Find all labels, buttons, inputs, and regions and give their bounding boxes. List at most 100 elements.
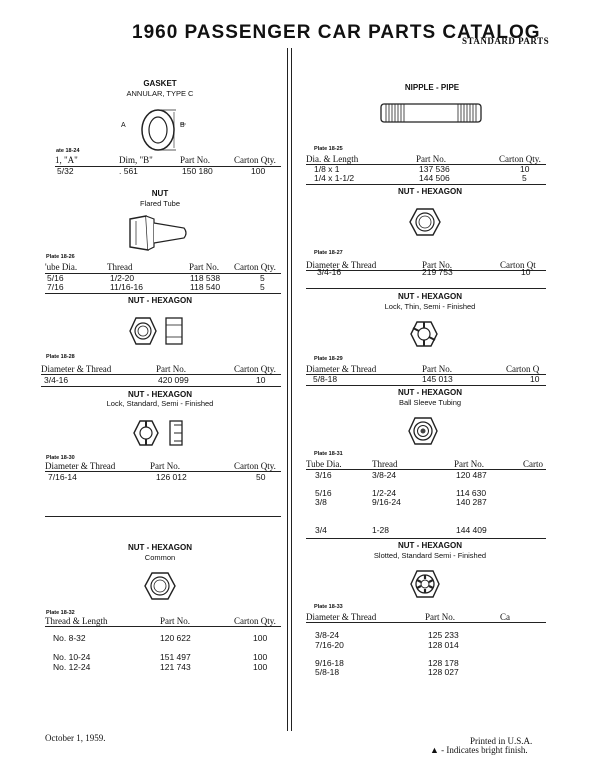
nut-flared-cell: 5 xyxy=(260,282,265,292)
footer-date: October 1, 1959. xyxy=(45,733,106,743)
right-nut-hex-cell: 10 xyxy=(521,267,531,277)
nipple-col-qty: Carton Qty. xyxy=(499,154,541,164)
nut-hex-cell: 3/4-16 xyxy=(44,375,69,385)
right-nut-hex-rule xyxy=(306,270,546,271)
nut-hex-common-cell: No. 10-24 xyxy=(53,652,91,662)
nut-hex-common-cell: 100 xyxy=(253,652,268,662)
nipple-cell: 137 536 xyxy=(419,164,450,174)
nut-hex-cell: 420 099 xyxy=(158,375,189,385)
hex-nut-illustration xyxy=(409,208,441,236)
section-rule xyxy=(306,288,546,289)
right-nut-hex-col-qty: Carton Qt xyxy=(500,260,536,270)
gasket-illustration xyxy=(141,109,186,151)
nut-hex-ball-title: NUT - HEXAGON xyxy=(398,388,462,397)
hex-nut-illustration xyxy=(129,317,183,345)
nut-hex-ball-cell: 114 630 xyxy=(456,488,487,498)
nut-hex-thin-col-qty: Carton Q xyxy=(506,364,540,374)
page-title: 1960 PASSENGER CAR PARTS CATALOG xyxy=(132,22,541,43)
nut-hex-ball-col-part: Part No. xyxy=(454,459,484,469)
nut-hex-common-cell: 100 xyxy=(253,662,268,672)
nut-hex-ball-cell: 1-28 xyxy=(372,525,390,535)
gasket-col-b: Dim, "B" xyxy=(119,155,153,165)
nut-flared-col-part: Part No. xyxy=(189,262,219,272)
nut-hex-common-plate: Plate 18-32 xyxy=(46,610,75,616)
nut-hex-common-title: NUT - HEXAGON xyxy=(128,543,192,552)
nut-hex-ball-cell: 3/4 xyxy=(315,525,327,535)
right-nut-hex-col-part: Part No. xyxy=(422,260,452,270)
nut-hex-common-cell: 100 xyxy=(253,633,268,643)
section-rule xyxy=(306,184,546,185)
nut-flared-cell: 118 540 xyxy=(190,282,221,292)
footer-note: ▲ - Indicates bright finish. xyxy=(430,745,528,755)
nut-hex-lock-col-dia: Diameter & Thread xyxy=(45,461,116,471)
nut-hex-ball-cell: 9/16-24 xyxy=(372,497,401,507)
nut-hex-slotted-cell: 128 014 xyxy=(428,640,459,650)
flared-nut-illustration xyxy=(129,215,187,251)
nut-hex-slotted-cell: 7/16-20 xyxy=(315,640,344,650)
nut-hex-common-cell: No. 12-24 xyxy=(53,662,91,672)
nut-hex-thin-cell: 10 xyxy=(530,374,540,384)
nut-hex-slotted-cell: 9/16-18 xyxy=(315,658,344,668)
nut-flared-col-qty: Carton Qty. xyxy=(234,262,276,272)
right-nut-hex-title: NUT - HEXAGON xyxy=(398,187,462,196)
nut-flared-cell: 118 538 xyxy=(190,273,221,283)
nipple-cell: 10 xyxy=(520,164,530,174)
nut-hex-ball-cell: 120 487 xyxy=(456,470,487,480)
nut-hex-slotted-cell: 128 178 xyxy=(428,658,459,668)
gasket-title: GASKET xyxy=(143,79,177,88)
nut-hex-slotted-col-part: Part No. xyxy=(425,612,455,622)
ball-sleeve-nut-illustration xyxy=(408,417,438,445)
nipple-cell: 1/4 x 1-1/2 xyxy=(314,173,355,183)
nipple-title: NIPPLE - PIPE xyxy=(404,83,460,92)
section-rule xyxy=(45,293,281,294)
section-rule xyxy=(45,516,281,517)
nut-flared-cell: 5 xyxy=(260,273,265,283)
gasket-label-a: A xyxy=(121,122,126,129)
nut-hex-lock-title: NUT - HEXAGON xyxy=(128,390,192,399)
column-divider xyxy=(287,48,288,731)
nut-hex-rule xyxy=(41,374,281,375)
gasket-cell: 5/32 xyxy=(57,166,74,176)
nut-hex-slotted-rule xyxy=(306,622,546,623)
right-nut-hex-plate: Plate 18-27 xyxy=(314,250,343,256)
section-rule xyxy=(306,538,546,539)
nut-flared-title: NUT xyxy=(151,189,169,198)
nut-hex-ball-cell: 3/8-24 xyxy=(372,470,397,480)
right-nut-hex-col-dia: Diameter & Thread xyxy=(306,260,377,270)
nipple-col-dia: Dia. & Length xyxy=(306,154,359,164)
thin-lock-nut-illustration xyxy=(410,321,438,347)
nipple-cell: 144 506 xyxy=(419,173,450,183)
nut-hex-lock-cell: 50 xyxy=(256,472,266,482)
nut-hex-common-col-thread: Thread & Length xyxy=(45,616,108,626)
lock-nut-illustration xyxy=(133,420,183,446)
nut-hex-ball-cell: 5/16 xyxy=(315,488,332,498)
nut-flared-cell: 5/16 xyxy=(47,273,64,283)
nut-hex-title: NUT - HEXAGON xyxy=(128,296,192,305)
column-divider-2 xyxy=(291,48,292,731)
nut-hex-cell: 10 xyxy=(256,375,266,385)
section-rule xyxy=(306,385,546,386)
nut-hex-ball-col-qty: Carto xyxy=(523,459,543,469)
nut-flared-col-dia: 'ube Dia. xyxy=(45,262,78,272)
footer-printed: Printed in U.S.A. xyxy=(470,736,533,746)
nipple-plate: Plate 18-25 xyxy=(314,146,343,152)
nipple-rule xyxy=(306,164,546,165)
nipple-col-part: Part No. xyxy=(416,154,446,164)
nut-hex-slotted-cell: 125 233 xyxy=(428,630,459,640)
nut-flared-plate: Plate 18-26 xyxy=(46,254,75,260)
nut-hex-ball-cell: 1/2-24 xyxy=(372,488,397,498)
nut-hex-thin-plate: Plate 18-29 xyxy=(314,356,343,362)
nut-hex-col-dia: Diameter & Thread xyxy=(41,364,112,374)
right-nut-hex-cell: 3/4-16 xyxy=(317,267,342,277)
nut-hex-common-cell: 151 497 xyxy=(160,652,191,662)
nut-flared-col-thread: Thread xyxy=(107,262,133,272)
nut-hex-common-cell: 120 622 xyxy=(160,633,191,643)
nut-hex-ball-subtitle: Ball Sleeve Tubing xyxy=(398,398,462,407)
nut-hex-col-qty: Carton Qty. xyxy=(234,364,276,374)
nut-hex-common-col-qty: Carton Qty. xyxy=(234,616,276,626)
nut-hex-slotted-col-qty: Ca xyxy=(500,612,510,622)
nut-hex-ball-col-dia: Tube Dia. xyxy=(306,459,342,469)
nut-hex-lock-cell: 126 012 xyxy=(156,472,187,482)
nut-hex-common-cell: No. 8-32 xyxy=(53,633,86,643)
nut-hex-common-subtitle: Common xyxy=(144,553,176,562)
